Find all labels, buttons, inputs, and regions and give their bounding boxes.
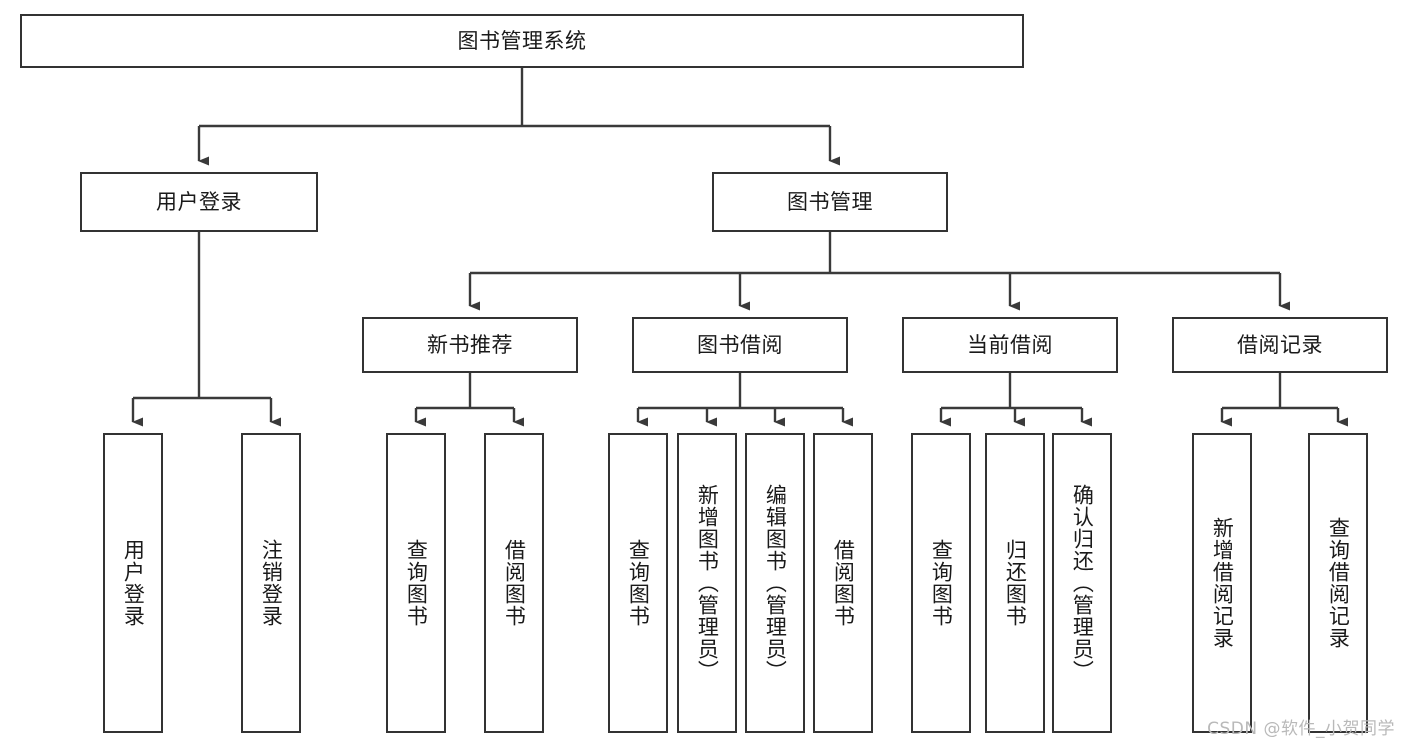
node-book-borrow[interactable]: 图书借阅 bbox=[632, 317, 848, 373]
node-user-login[interactable]: 用户登录 bbox=[80, 172, 318, 232]
node-current-borrow[interactable]: 当前借阅 bbox=[902, 317, 1118, 373]
node-leaf-borrow-book[interactable]: 借阅图书 bbox=[813, 433, 873, 733]
node-label-leaf-query-book-current: 查询图书 bbox=[929, 539, 954, 627]
node-label-current-borrow: 当前借阅 bbox=[967, 332, 1053, 357]
node-leaf-logout[interactable]: 注销登录 bbox=[241, 433, 301, 733]
node-label-leaf-edit-book: 编辑图书（管理员） bbox=[763, 484, 788, 682]
node-leaf-return-book[interactable]: 归还图书 bbox=[985, 433, 1045, 733]
node-leaf-user-login[interactable]: 用户登录 bbox=[103, 433, 163, 733]
node-label-leaf-borrow-book: 借阅图书 bbox=[831, 539, 856, 627]
node-label-book-manage: 图书管理 bbox=[787, 189, 873, 214]
node-leaf-query-book-borrow[interactable]: 查询图书 bbox=[608, 433, 668, 733]
node-book-manage[interactable]: 图书管理 bbox=[712, 172, 948, 232]
node-leaf-edit-book[interactable]: 编辑图书（管理员） bbox=[745, 433, 805, 733]
node-label-new-book-rec: 新书推荐 bbox=[427, 332, 513, 357]
node-label-leaf-query-book-borrow: 查询图书 bbox=[626, 539, 651, 627]
node-leaf-query-record[interactable]: 查询借阅记录 bbox=[1308, 433, 1368, 733]
node-leaf-query-book-rec[interactable]: 查询图书 bbox=[386, 433, 446, 733]
watermark-text: CSDN @软件_小贺同学 bbox=[1207, 719, 1395, 739]
node-label-book-borrow: 图书借阅 bbox=[697, 332, 783, 357]
node-label-leaf-add-record: 新增借阅记录 bbox=[1210, 517, 1235, 649]
node-new-book-rec[interactable]: 新书推荐 bbox=[362, 317, 578, 373]
node-leaf-query-book-current[interactable]: 查询图书 bbox=[911, 433, 971, 733]
node-borrow-record[interactable]: 借阅记录 bbox=[1172, 317, 1388, 373]
node-label-user-login: 用户登录 bbox=[156, 189, 242, 214]
node-label-root: 图书管理系统 bbox=[457, 28, 587, 53]
node-label-leaf-borrow-book-rec: 借阅图书 bbox=[502, 539, 527, 627]
node-label-borrow-record: 借阅记录 bbox=[1237, 332, 1323, 357]
node-root[interactable]: 图书管理系统 bbox=[20, 14, 1024, 68]
node-label-leaf-confirm-return: 确认归还（管理员） bbox=[1070, 484, 1095, 682]
node-leaf-borrow-book-rec[interactable]: 借阅图书 bbox=[484, 433, 544, 733]
node-label-leaf-query-record: 查询借阅记录 bbox=[1326, 517, 1351, 649]
node-label-leaf-user-login: 用户登录 bbox=[121, 539, 146, 627]
node-label-leaf-query-book-rec: 查询图书 bbox=[404, 539, 429, 627]
node-label-leaf-logout: 注销登录 bbox=[259, 539, 284, 627]
node-leaf-add-record[interactable]: 新增借阅记录 bbox=[1192, 433, 1252, 733]
node-leaf-add-book[interactable]: 新增图书（管理员） bbox=[677, 433, 737, 733]
node-label-leaf-return-book: 归还图书 bbox=[1003, 539, 1028, 627]
node-label-leaf-add-book: 新增图书（管理员） bbox=[695, 484, 720, 682]
node-leaf-confirm-return[interactable]: 确认归还（管理员） bbox=[1052, 433, 1112, 733]
